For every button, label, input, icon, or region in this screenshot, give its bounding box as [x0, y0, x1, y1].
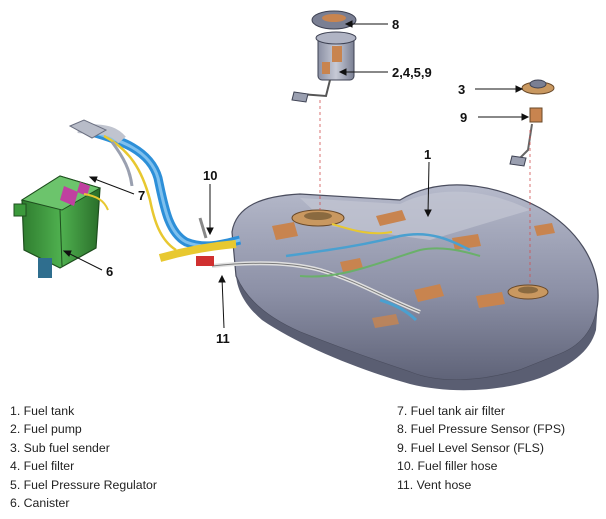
- fuel-lines: [211, 223, 481, 322]
- callout-2-4-5-9: 2,4,5,9: [392, 65, 432, 80]
- filler-neck: [68, 119, 108, 139]
- legend-item: 1. Fuel tank: [10, 404, 75, 418]
- legend-left: 1. Fuel tank 2. Fuel pump 3. Sub fuel se…: [10, 402, 157, 512]
- legend-right: 7. Fuel tank air filter 8. Fuel Pressure…: [397, 402, 565, 494]
- callout-7: 7: [138, 188, 145, 203]
- legend-item: 7. Fuel tank air filter: [397, 404, 505, 418]
- vent-hose-clamp: [196, 256, 214, 266]
- legend-item: 3. Sub fuel sender: [10, 440, 110, 455]
- fuel-system-diagram: 8 2,4,5,9 3 9 1 10 7 6 11: [13, 10, 599, 391]
- legend-item: 2. Fuel pump: [10, 422, 82, 437]
- legend-item: 10. Fuel filler hose: [397, 459, 498, 474]
- fuel-tank: [231, 184, 599, 391]
- callout-10: 10: [203, 168, 217, 183]
- leader-lines: [62, 20, 530, 329]
- fuel-filler-hose: [77, 123, 242, 262]
- legend-item: 9. Fuel Level Sensor (FLS): [397, 440, 544, 455]
- callout-3: 3: [458, 82, 465, 97]
- callout-6: 6: [106, 264, 113, 279]
- sub-fuel-sender: [509, 79, 555, 167]
- callout-1: 1: [424, 147, 431, 162]
- legend-item: 6. Canister: [10, 496, 70, 511]
- callout-11: 11: [216, 331, 230, 346]
- legend-item: 4. Fuel filter: [10, 459, 75, 474]
- legend-item: 11. Vent hose: [397, 477, 472, 492]
- canister: [13, 175, 109, 278]
- callout-9: 9: [460, 110, 467, 125]
- legend-item: 8. Fuel Pressure Sensor (FPS): [397, 422, 566, 437]
- callout-8: 8: [392, 17, 399, 32]
- legend-item: 5. Fuel Pressure Regulator: [10, 477, 157, 492]
